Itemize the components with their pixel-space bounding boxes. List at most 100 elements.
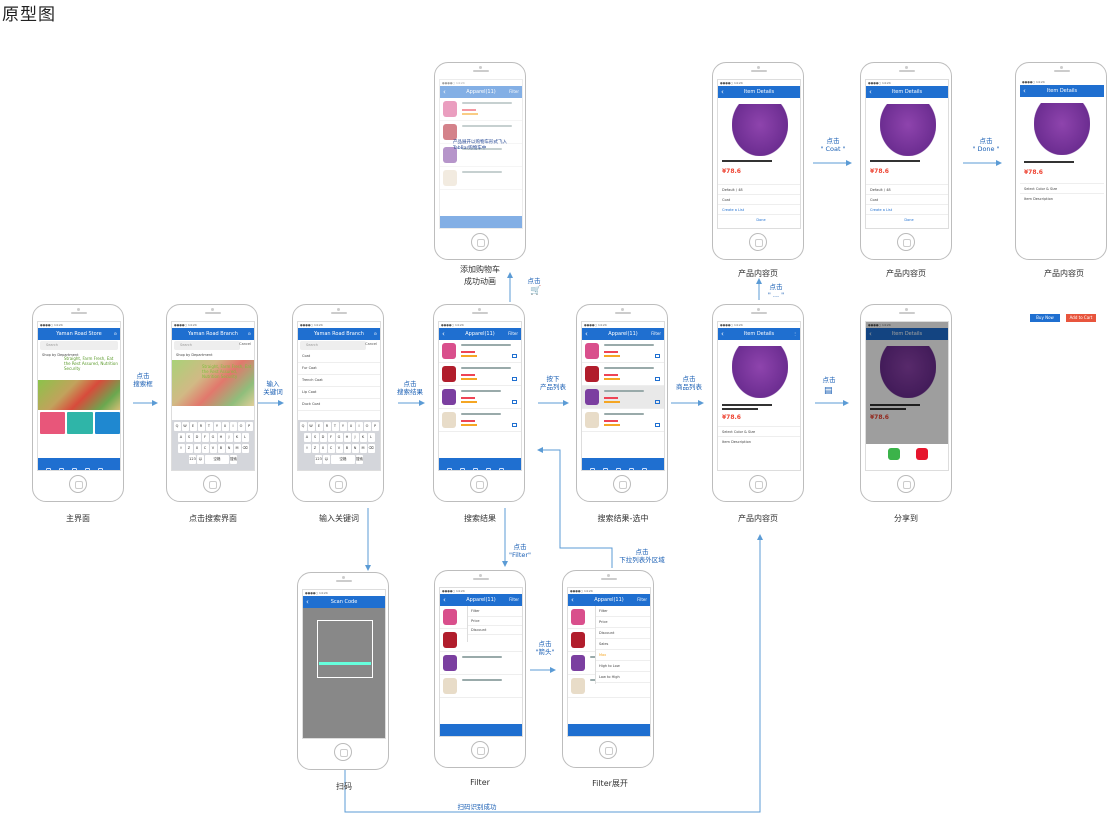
list-item[interactable] xyxy=(439,340,521,363)
arrow-scan-to-detail xyxy=(344,534,763,813)
suggestion-item[interactable]: Fur Coat xyxy=(298,363,380,375)
suggestion-item[interactable]: Trench Coat xyxy=(298,375,380,387)
cart-icon: 🛒 xyxy=(530,286,542,296)
arrow-label: 点击 "箭头" xyxy=(535,640,555,656)
select-color-size[interactable]: Select Color & Size xyxy=(1020,183,1104,193)
filter-row[interactable]: Low to High xyxy=(596,672,650,683)
share-sheet[interactable] xyxy=(866,444,948,470)
phone-results-screen: ●●●●○ 14:24 ‹Apparel(11)Filter xyxy=(433,304,525,502)
filter-row[interactable]: Max xyxy=(596,650,650,661)
banner-image xyxy=(38,380,120,410)
arrow-label: 点击 "Filter" xyxy=(508,543,532,559)
weibo-icon[interactable] xyxy=(916,448,928,460)
arrow-label: 输入 关键词 xyxy=(263,380,283,396)
phone-filter-open-screen: ●●●●○ 14:24 ‹Apparel(11)Filter Filter Pr… xyxy=(562,570,654,768)
buy-now-button[interactable]: Buy Now xyxy=(1030,314,1060,322)
phone-detail-a-screen: ●●●●○ 14:24 ‹Item Details ¥78.6 Default … xyxy=(712,62,804,260)
dept-label: Shop by Department xyxy=(176,353,213,357)
filter-button[interactable]: Filter xyxy=(508,331,518,336)
option-row[interactable]: Coat xyxy=(718,194,800,204)
filter-row[interactable]: Price xyxy=(468,617,522,626)
product-price: ¥78.6 xyxy=(722,414,741,421)
option-row[interactable]: Default / 48 xyxy=(718,184,800,194)
list-item[interactable] xyxy=(582,340,664,363)
cancel-button[interactable]: Cancel xyxy=(365,342,377,346)
suggestion-item[interactable]: Coat xyxy=(298,351,380,363)
caption-results: 搜索结果 xyxy=(464,514,496,523)
caption-search: 点击搜索界面 xyxy=(189,514,237,523)
arrow-label: 扫码识别成功 xyxy=(457,803,497,811)
caption-detail-a: 产品内容页 xyxy=(738,269,778,278)
home-button xyxy=(203,475,221,493)
product-image xyxy=(880,104,936,156)
option-row[interactable]: Coat xyxy=(866,194,948,204)
list-item[interactable] xyxy=(439,386,521,409)
filter-row[interactable]: Discount xyxy=(468,626,522,635)
caption-filter-open: Filter展开 xyxy=(592,779,628,788)
list-item[interactable] xyxy=(582,409,664,432)
done-button[interactable]: Done xyxy=(718,214,800,224)
document-icon: ▤ xyxy=(824,386,833,396)
phone-cart-animation-screen: ●●●●○ 14:24 ‹Apparel(11)Filter 产品展开以购物车形… xyxy=(434,62,526,260)
category-tiles[interactable] xyxy=(40,412,120,434)
filter-row[interactable]: Filter xyxy=(468,606,522,617)
add-to-cart-button[interactable]: Add to Cart xyxy=(1066,314,1096,322)
search-input[interactable]: Search xyxy=(300,341,366,350)
search-input[interactable]: Search xyxy=(174,341,240,350)
arrow-label: 点击 " ... " xyxy=(767,283,785,299)
select-color-size[interactable]: Select Color & Size xyxy=(718,426,800,436)
phone-scan-screen: ●●●●○ 14:24 ‹Scan Code xyxy=(297,572,389,770)
suggestion-item[interactable]: Lip Coat xyxy=(298,387,380,399)
nav-title: Item Details xyxy=(743,331,775,337)
phone-filter-screen: ●●●●○ 14:24 ‹Apparel(11)Filter Filter Pr… xyxy=(434,570,526,768)
caption-detail-b: 产品内容页 xyxy=(886,269,926,278)
list-item[interactable] xyxy=(582,363,664,386)
nav-title: Yaman Road Branch xyxy=(188,331,238,337)
cancel-button[interactable]: Cancel xyxy=(239,342,251,346)
arrow-label: 点击 搜索框 xyxy=(133,372,153,388)
suggestion-item[interactable]: Duck Coat xyxy=(298,399,380,411)
nav-title: Apparel(11) xyxy=(608,331,638,337)
filter-row[interactable]: Filter xyxy=(596,606,650,617)
filter-row[interactable]: Price xyxy=(596,617,650,628)
list-item-selected[interactable] xyxy=(582,386,664,409)
filter-row[interactable]: High to Low xyxy=(596,661,650,672)
filter-row[interactable]: Sales xyxy=(596,639,650,650)
home-button xyxy=(334,743,352,761)
list-item[interactable] xyxy=(439,409,521,432)
phone-main-screen: ●●●●○ 14:24 Yaman Road Store⊙ Search Sho… xyxy=(32,304,124,502)
option-row[interactable]: Default / 48 xyxy=(866,184,948,194)
tab-bar[interactable] xyxy=(582,458,664,470)
caption-cart-animation: 添加购物车 成功动画 xyxy=(460,265,500,286)
home-button xyxy=(470,475,488,493)
filter-panel-open[interactable]: Filter Price Discount Sales Max High to … xyxy=(595,606,650,684)
arrow-label: 点击 xyxy=(527,277,541,285)
list-item[interactable] xyxy=(439,363,521,386)
arrow-label: 点击 " Coat " xyxy=(820,137,846,153)
toast-text: 产品展开以购物车形式飞入TabBar购物车中 xyxy=(453,140,507,151)
phone-keyword-screen: ●●●●○ 14:24 Yaman Road Branch⊙ Search Ca… xyxy=(292,304,384,502)
done-button[interactable]: Done xyxy=(866,214,948,224)
arrow-label: 点击 " Done " xyxy=(972,137,1000,153)
filter-row[interactable]: Discount xyxy=(596,628,650,639)
filter-panel[interactable]: Filter Price Discount xyxy=(467,606,522,642)
home-button xyxy=(749,233,767,251)
phone-share-screen: ●●●●○ 14:24 ‹Item Details ¥78.6 xyxy=(860,304,952,502)
scan-line xyxy=(319,662,371,665)
dept-label[interactable]: Shop by Department xyxy=(42,353,79,357)
create-list-row[interactable]: Create a List xyxy=(866,204,948,214)
create-list-row[interactable]: Create a List xyxy=(718,204,800,214)
caption-share: 分享到 xyxy=(894,514,918,523)
page-title: 原型图 xyxy=(2,5,56,25)
banner-text: Straight, Farm Fresh, Eat the Rest Assur… xyxy=(64,356,118,371)
tab-bar[interactable] xyxy=(38,458,120,470)
home-button xyxy=(599,741,617,759)
search-input[interactable]: Search xyxy=(40,341,118,350)
item-description[interactable]: Item Description xyxy=(1020,193,1104,203)
tab-bar[interactable] xyxy=(439,458,521,470)
item-description[interactable]: Item Description xyxy=(718,436,800,446)
wechat-icon[interactable] xyxy=(888,448,900,460)
filter-button[interactable]: Filter xyxy=(651,331,661,336)
